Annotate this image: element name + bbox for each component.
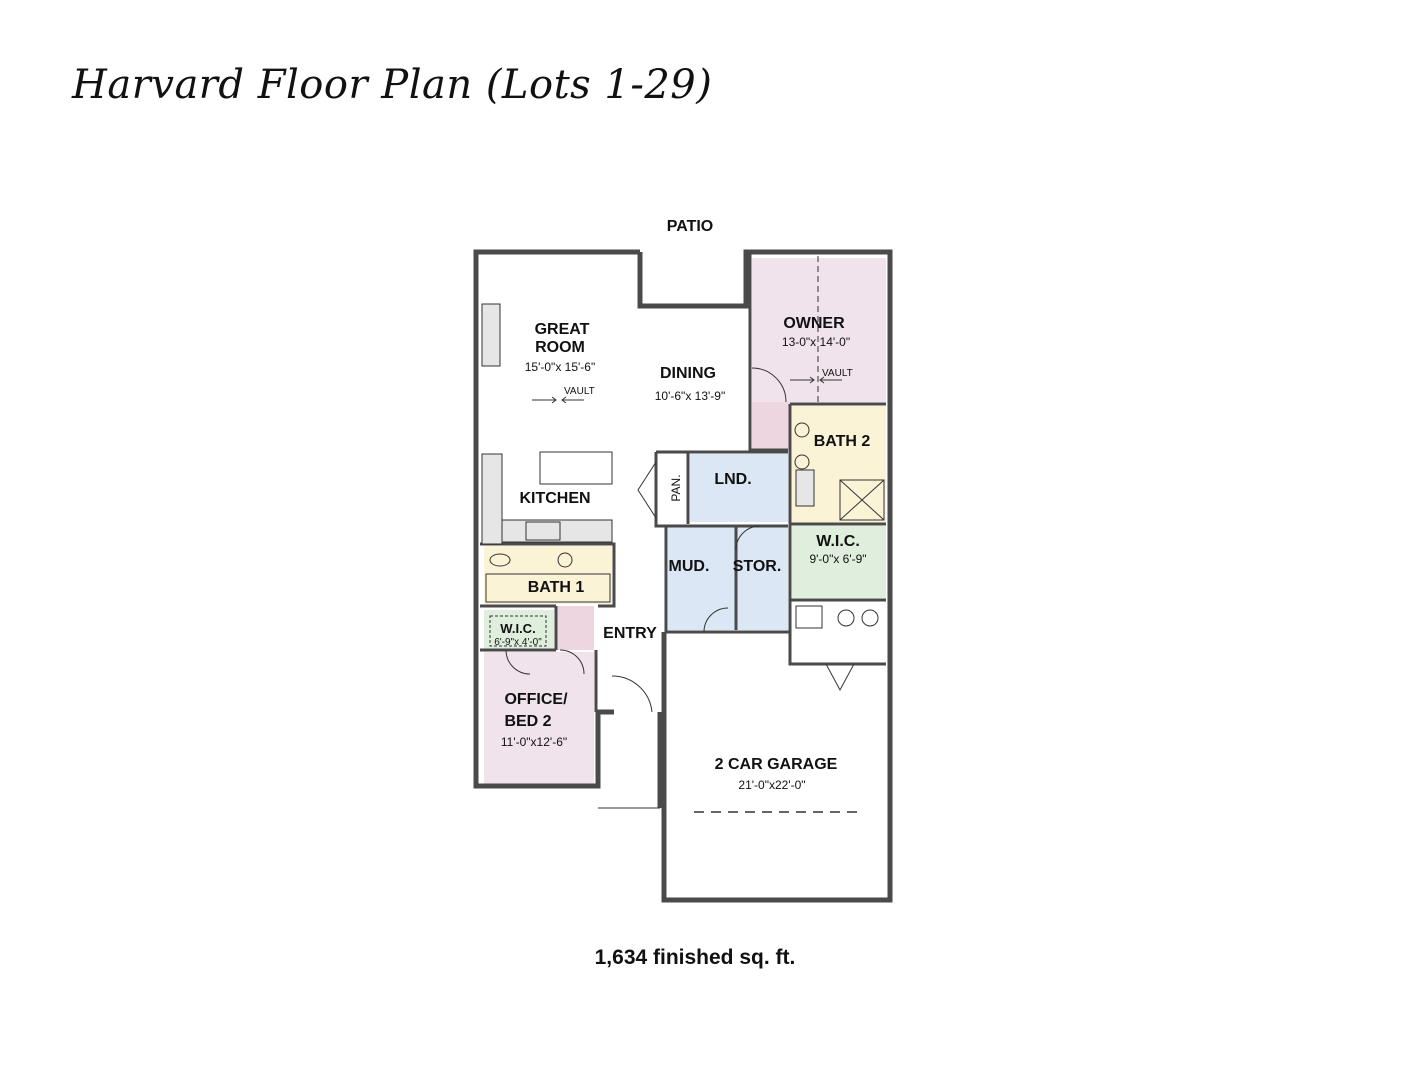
mud-label: MUD. bbox=[669, 558, 710, 575]
owner-room-fill bbox=[752, 258, 886, 402]
square-footage: 1,634 finished sq. ft. bbox=[594, 946, 796, 969]
wic-owner-label: W.I.C. bbox=[816, 533, 860, 550]
laundry-fill bbox=[690, 454, 788, 522]
exterior-walls bbox=[473, 249, 893, 903]
wic-owner-fill bbox=[792, 526, 886, 598]
garage-label: 2 CAR GARAGE bbox=[715, 756, 838, 773]
page-title: Harvard Floor Plan (Lots 1-29) bbox=[72, 62, 713, 108]
storage-label: STOR. bbox=[733, 558, 782, 575]
garage-dimensions: 21'-0"x22'-0" bbox=[738, 778, 805, 792]
dining-dimensions: 10'-6"x 13'-9" bbox=[655, 389, 725, 403]
bath-fixtures bbox=[485, 422, 885, 629]
entry-label: ENTRY bbox=[603, 625, 657, 642]
owner-dimensions: 13-0"x 14'-0" bbox=[782, 335, 850, 349]
doors bbox=[505, 367, 855, 713]
interior-walls bbox=[480, 254, 886, 712]
small-hall-fill bbox=[556, 606, 594, 650]
office-fill bbox=[484, 652, 594, 784]
wic-small-label: W.I.C. bbox=[500, 621, 535, 636]
dining-label: DINING bbox=[660, 365, 716, 382]
great-room-label-2: ROOM bbox=[535, 339, 585, 356]
owner-hall-fill bbox=[752, 402, 790, 450]
great-room-vault: VAULT bbox=[564, 386, 595, 397]
owner-vault: VAULT bbox=[822, 368, 853, 379]
wic-small-shelf bbox=[489, 615, 547, 647]
kitchen-fixtures bbox=[481, 303, 613, 545]
owner-label: OWNER bbox=[783, 315, 845, 332]
wic-small-fill bbox=[484, 610, 554, 650]
kitchen-label: KITCHEN bbox=[519, 490, 590, 507]
laundry-label: LND. bbox=[714, 471, 751, 488]
great-room-label-1: GREAT bbox=[535, 321, 590, 338]
great-room-dimensions: 15'-0"x 15'-6" bbox=[525, 360, 595, 374]
office-label-1: OFFICE/ bbox=[504, 691, 568, 708]
pantry-label: PAN. bbox=[669, 474, 683, 501]
vault-arrows bbox=[532, 376, 842, 404]
bath1-label: BATH 1 bbox=[528, 579, 585, 596]
patio-label: PATIO bbox=[667, 218, 714, 235]
bath2-label: BATH 2 bbox=[814, 433, 871, 450]
wic-small-dimensions: 6'-9"x 4'-0" bbox=[494, 637, 542, 648]
wic-owner-dimensions: 9'-0"x 6'-9" bbox=[809, 552, 866, 566]
bath1-fill bbox=[484, 546, 612, 604]
office-label-2: BED 2 bbox=[504, 713, 551, 730]
office-dimensions: 11'-0"x12'-6" bbox=[501, 735, 567, 749]
mud-stor-fill bbox=[668, 526, 788, 630]
